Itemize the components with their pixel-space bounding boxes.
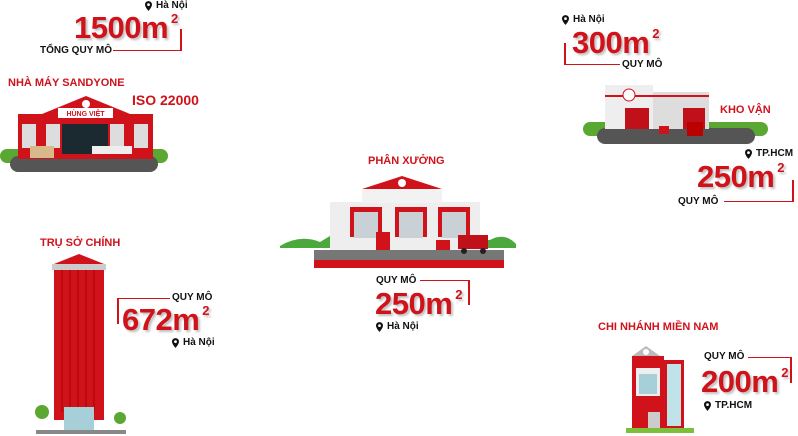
area-label: TỔNG QUY MÔ: [40, 45, 113, 56]
bracket-line: [792, 180, 794, 202]
workshop-illustration: [280, 176, 516, 268]
certification-label: ISO 22000: [132, 92, 199, 108]
factory-illustration: HÙNG VIỆT: [0, 96, 168, 172]
bracket-line: [724, 201, 794, 202]
location-logistics: TP.HCM: [745, 148, 793, 159]
map-pin-icon: [704, 401, 711, 411]
bracket-line: [118, 298, 170, 299]
area-value: 672m: [122, 302, 200, 337]
area-sup: 2: [652, 26, 660, 41]
area-sup: 2: [777, 160, 785, 175]
location-text: TP.HCM: [715, 400, 753, 411]
map-pin-icon: [745, 149, 752, 159]
area-label: QUY MÔ: [376, 275, 417, 286]
logistics-warehouse-illustration: [583, 85, 768, 144]
location-text: Hà Nội: [183, 337, 215, 348]
area-value: 1500m: [74, 10, 169, 45]
location-text: Hà Nội: [573, 14, 605, 25]
area-sup: 2: [202, 303, 210, 318]
area-value: 200m: [701, 364, 779, 399]
headquarters-title: TRỤ SỞ CHÍNH: [40, 237, 121, 249]
bracket-line: [117, 298, 119, 324]
south-branch-title: CHI NHÁNH MIỀN NAM: [598, 321, 719, 333]
location-south-branch: TP.HCM: [704, 400, 752, 411]
area-label: QUY MÔ: [172, 292, 213, 303]
map-pin-icon: [172, 338, 179, 348]
map-pin-icon: [376, 322, 383, 332]
bracket-line: [468, 280, 470, 305]
factory-title: NHÀ MÁY SANDYONE: [8, 77, 125, 89]
map-pin-icon: [562, 15, 569, 25]
bracket-line: [790, 357, 792, 383]
area-sup: 2: [171, 11, 178, 26]
bracket-line: [113, 50, 182, 51]
bracket-line: [564, 64, 620, 65]
area-sup: 2: [455, 287, 463, 302]
factory-sign: HÙNG VIỆT: [66, 109, 105, 118]
location-factory: Hà Nội: [145, 0, 188, 11]
bracket-line: [420, 280, 470, 281]
logistics-title: KHO VẬN: [720, 104, 771, 116]
area-value: 300m: [572, 25, 650, 60]
location-text: TP.HCM: [756, 148, 794, 159]
location-text: Hà Nội: [387, 321, 419, 332]
bracket-line: [564, 43, 566, 65]
south-branch-illustration: [626, 346, 694, 433]
area-label: QUY MÔ: [622, 59, 663, 70]
area-label: QUY MÔ: [704, 351, 745, 362]
location-logistics-hn: Hà Nội: [562, 14, 605, 25]
headquarters-illustration: [35, 254, 126, 434]
bracket-line: [180, 29, 182, 51]
location-workshop: Hà Nội: [376, 321, 419, 332]
workshop-title: PHÂN XƯỞNG: [368, 155, 445, 167]
map-pin-icon: [145, 1, 152, 11]
bracket-line: [748, 357, 792, 358]
area-value: 250m: [375, 286, 453, 321]
area-sup: 2: [781, 365, 789, 380]
location-headquarters: Hà Nội: [172, 337, 215, 348]
area-value: 250m: [697, 159, 775, 194]
area-label: QUY MÔ: [678, 196, 719, 207]
location-text: Hà Nội: [156, 0, 188, 11]
